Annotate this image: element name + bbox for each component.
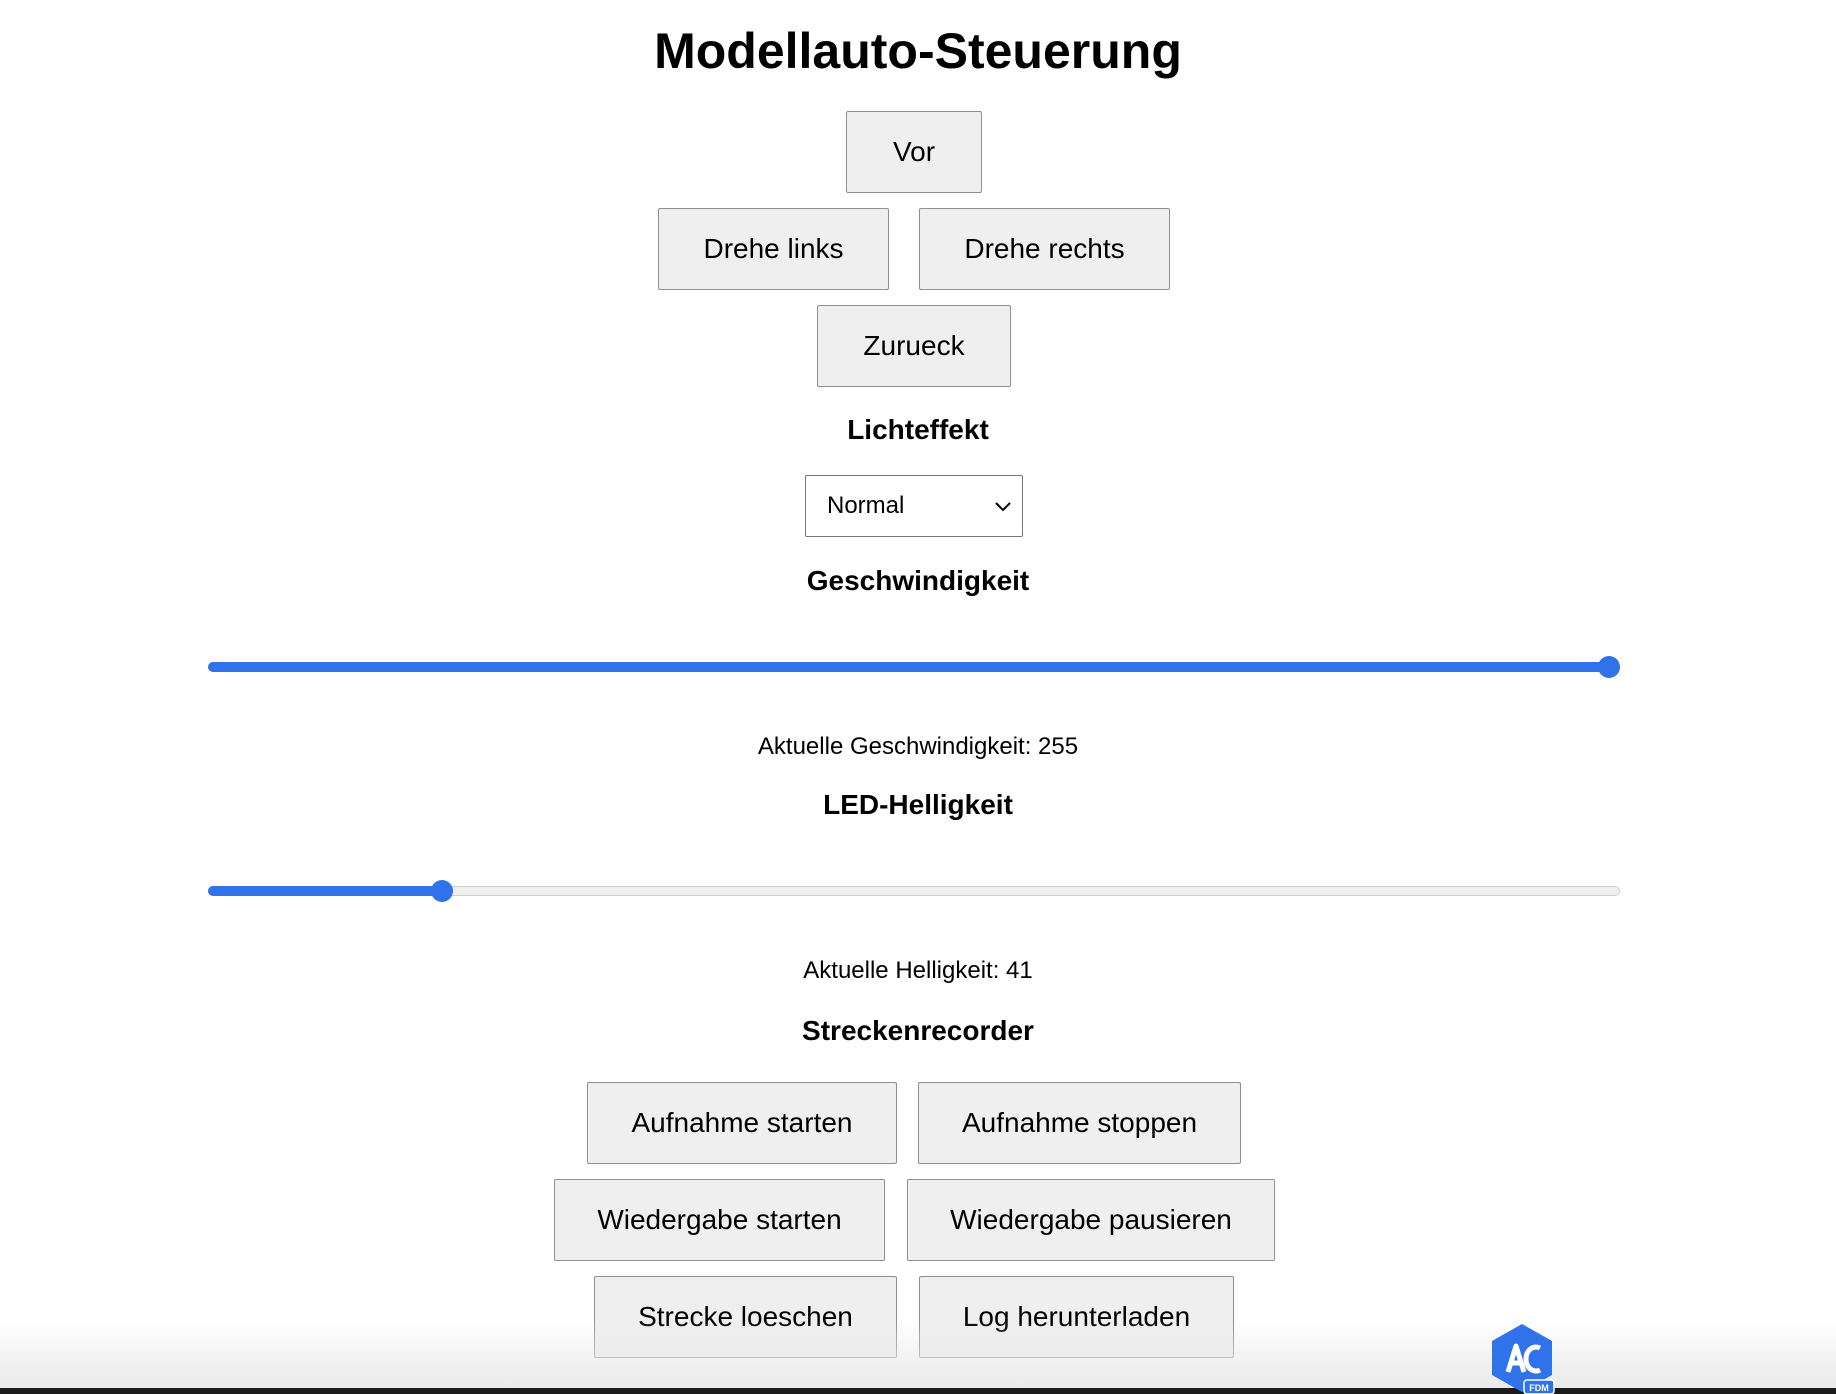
recorder-heading: Streckenrecorder	[802, 1015, 1034, 1046]
light-effect-select[interactable]: Normal	[805, 475, 1023, 537]
speed-value-label: Aktuelle Geschwindigkeit: 255	[757, 733, 1079, 760]
fdm-logo-text: FDM	[1529, 1383, 1549, 1393]
led-slider-thumb[interactable]	[431, 880, 454, 902]
bottom-bar	[0, 1388, 1836, 1394]
start-playback-button[interactable]: Wiedergabe starten	[554, 1179, 885, 1261]
led-value-label: Aktuelle Helligkeit: 41	[803, 957, 1033, 984]
light-effect-selected-value: Normal	[827, 492, 905, 519]
speed-slider-fill	[208, 662, 1609, 672]
forward-button[interactable]: Vor	[846, 111, 982, 193]
back-button[interactable]: Zurueck	[817, 305, 1011, 387]
light-effect-heading: Lichteffekt	[847, 414, 989, 445]
speed-slider[interactable]	[208, 652, 1620, 682]
start-recording-button[interactable]: Aufnahme starten	[587, 1082, 897, 1164]
stop-recording-button[interactable]: Aufnahme stoppen	[918, 1082, 1241, 1164]
bottom-fade	[0, 1320, 1836, 1390]
pause-playback-button[interactable]: Wiedergabe pausieren	[907, 1179, 1275, 1261]
chevron-down-icon	[995, 502, 1011, 512]
speed-heading: Geschwindigkeit	[806, 565, 1030, 596]
turn-left-button[interactable]: Drehe links	[658, 208, 889, 290]
page-title: Modellauto-Steuerung	[654, 23, 1182, 79]
fdm-logo-icon[interactable]: FDM	[1486, 1322, 1558, 1394]
led-slider-fill	[208, 886, 443, 896]
speed-slider-thumb[interactable]	[1598, 656, 1620, 678]
led-brightness-heading: LED-Helligkeit	[823, 789, 1013, 820]
led-brightness-slider[interactable]	[208, 876, 1620, 906]
turn-right-button[interactable]: Drehe rechts	[919, 208, 1170, 290]
